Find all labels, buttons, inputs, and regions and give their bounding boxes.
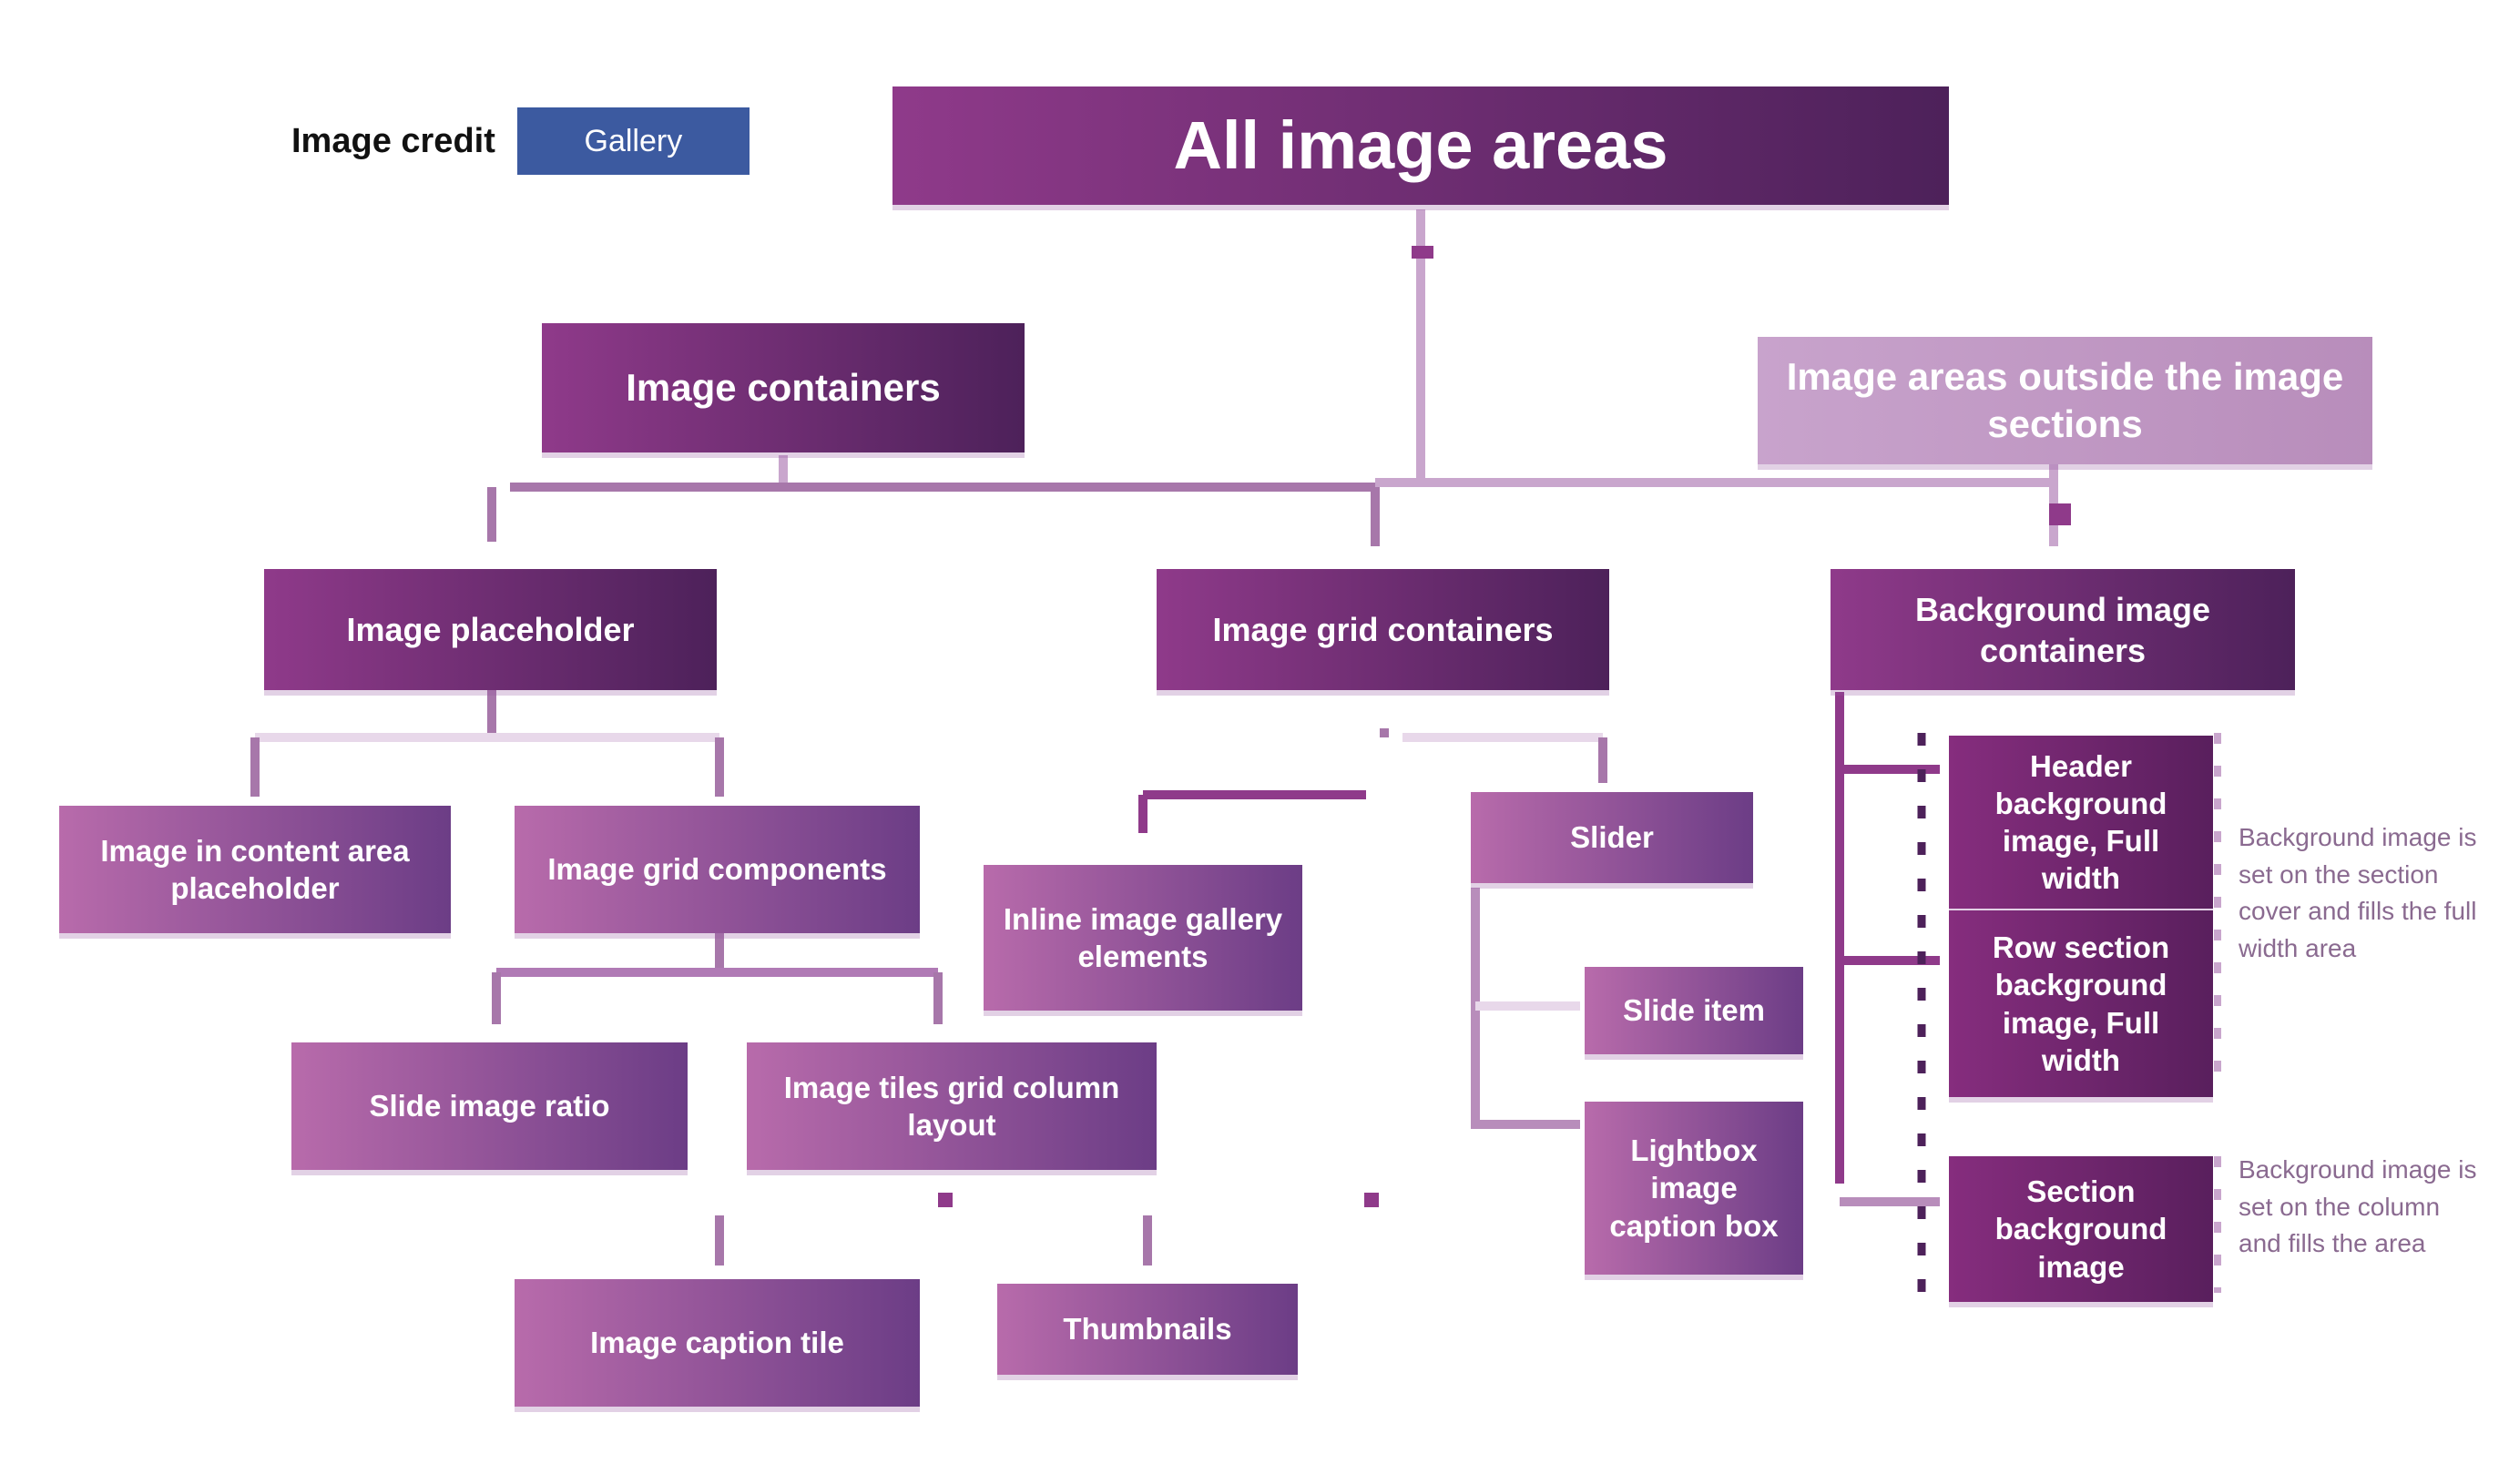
node-header-background: Header background image, Full width bbox=[1949, 736, 2213, 909]
note-section-cover: Background image is set on the section c… bbox=[2239, 823, 2477, 962]
node-label: Image areas outside the image sections bbox=[1786, 354, 2344, 446]
node-label: Image caption tile bbox=[590, 1326, 844, 1360]
node-slider: Slider bbox=[1471, 792, 1753, 883]
image-credit: Image credit Gallery bbox=[291, 107, 750, 175]
node-thumbnails: Thumbnails bbox=[997, 1284, 1298, 1375]
node-label: Slide item bbox=[1623, 993, 1765, 1028]
node-image-in-content-area: Image in content area placeholder bbox=[59, 806, 451, 933]
node-image-placeholder: Image placeholder bbox=[264, 569, 717, 690]
node-label: Row section background image, Full width bbox=[1992, 930, 2170, 1077]
note-column-background: Background image is set on the column an… bbox=[2239, 1155, 2477, 1258]
node-label: Image in content area placeholder bbox=[100, 833, 410, 905]
node-label: Image tiles grid column layout bbox=[783, 1070, 1120, 1142]
image-credit-text: Image credit bbox=[291, 121, 495, 160]
node-section-background: Section background image bbox=[1949, 1156, 2213, 1302]
node-inline-image-gallery: Inline image gallery elements bbox=[984, 865, 1302, 1011]
node-label: Background image containers bbox=[1914, 590, 2211, 669]
node-slide-image-ratio: Slide image ratio bbox=[291, 1042, 688, 1170]
node-label: Header background image, Full width bbox=[1994, 748, 2167, 896]
node-label: Image placeholder bbox=[346, 611, 635, 648]
node-lightbox-caption: Lightbox image caption box bbox=[1585, 1102, 1803, 1275]
node-image-tiles-grid: Image tiles grid column layout bbox=[747, 1042, 1157, 1170]
node-label: Inline image gallery elements bbox=[1003, 901, 1283, 973]
node-label: Slide image ratio bbox=[369, 1089, 610, 1123]
node-slide-item: Slide item bbox=[1585, 967, 1803, 1054]
node-label: Lightbox image caption box bbox=[1609, 1133, 1779, 1243]
node-label: Image grid containers bbox=[1212, 611, 1554, 648]
diagram-title-text: All image areas bbox=[1173, 107, 1668, 183]
node-image-grid-containers: Image grid containers bbox=[1157, 569, 1609, 690]
node-label: Image grid components bbox=[547, 852, 887, 887]
node-image-grid-components: Image grid components bbox=[515, 806, 920, 933]
node-label: Thumbnails bbox=[1063, 1312, 1232, 1347]
node-label: Slider bbox=[1570, 820, 1654, 855]
node-background-image-containers: Background image containers bbox=[1831, 569, 2295, 690]
node-row-section-background: Row section background image, Full width bbox=[1949, 910, 2213, 1097]
node-image-containers: Image containers bbox=[542, 323, 1025, 452]
diagram-title: All image areas bbox=[892, 86, 1949, 205]
node-label: Image containers bbox=[626, 365, 941, 409]
node-image-areas-outside: Image areas outside the image sections bbox=[1758, 337, 2372, 464]
node-label: Section background image bbox=[1994, 1174, 2167, 1284]
gallery-badge[interactable]: Gallery bbox=[516, 107, 750, 175]
node-image-caption-tile: Image caption tile bbox=[515, 1279, 920, 1407]
